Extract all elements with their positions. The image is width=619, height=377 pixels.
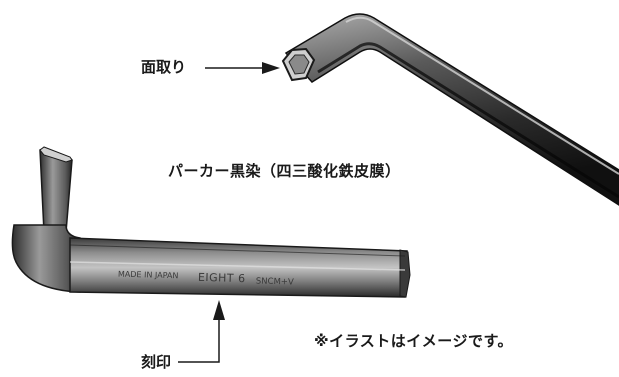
engraving-brand: EIGHT 6 [198, 271, 246, 285]
finish-label: パーカー黒染（四三酸化鉄皮膜） [168, 162, 401, 180]
chamfer-leader [205, 62, 280, 74]
marking-leader [178, 300, 225, 363]
engraving: MADE IN JAPAN EIGHT 6 SNCM+V [118, 270, 294, 288]
upper-hex-key [281, 13, 619, 206]
chamfer-label: 面取り [141, 58, 187, 76]
marking-label: 刻印 [141, 353, 172, 371]
lower-hex-key [11, 146, 411, 298]
illustration-note: ※イラストはイメージです。 [314, 332, 513, 350]
engraving-material: SNCM+V [256, 276, 294, 287]
engraving-made-in: MADE IN JAPAN [118, 270, 179, 281]
